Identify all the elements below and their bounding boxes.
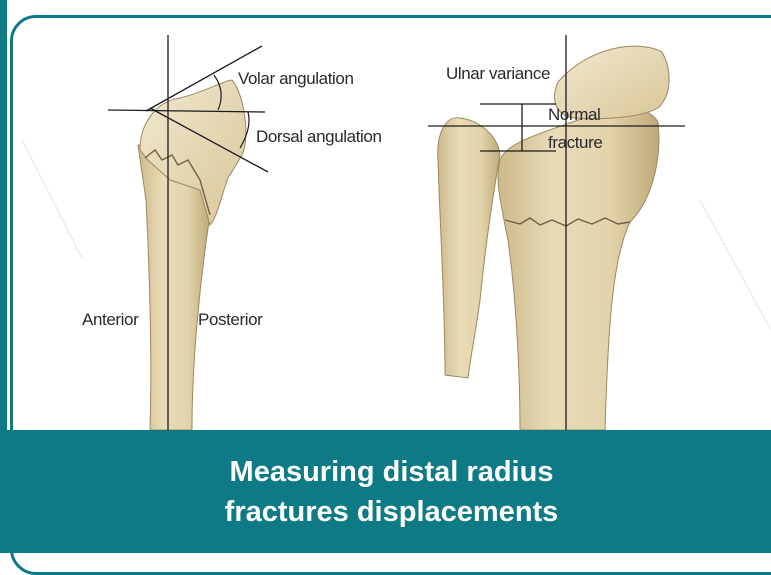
anterior-label: Anterior [82,310,139,329]
fracture-label: fracture [548,133,602,152]
decor-line-right [700,200,771,330]
caption-line-2: fractures displacements [225,492,559,532]
decor-line-left [22,140,82,258]
volar-angulation-label: Volar angulation [238,69,354,88]
normal-label: Normal [548,105,600,124]
left-radius-bone [138,80,246,430]
dorsal-angulation-label: Dorsal angulation [256,127,382,146]
posterior-label: Posterior [198,310,263,329]
caption-line-1: Measuring distal radius [230,452,554,492]
caption-banner: Measuring distal radius fractures displa… [0,430,771,553]
ulnar-variance-label: Ulnar variance [446,64,550,83]
right-ulna-bone [438,118,500,378]
